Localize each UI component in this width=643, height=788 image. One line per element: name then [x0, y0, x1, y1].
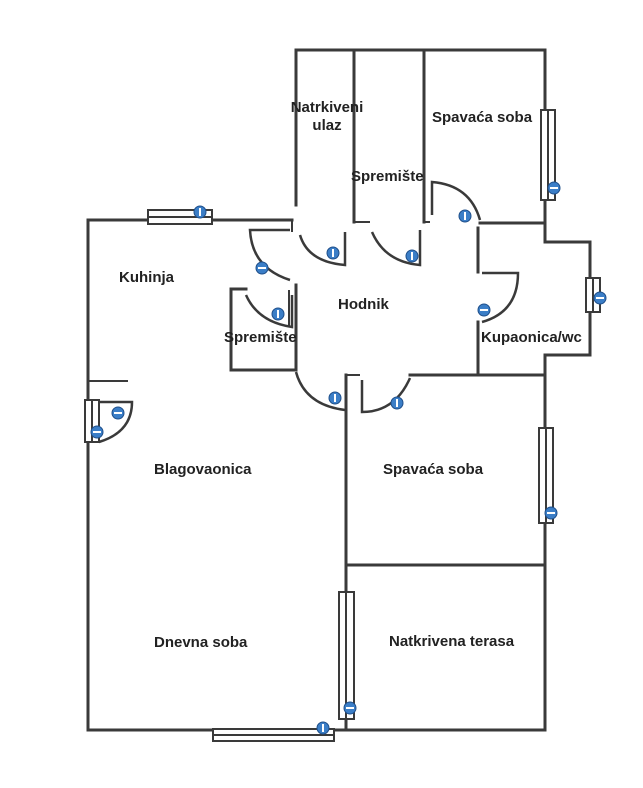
- markers: [90, 181, 607, 735]
- marker-door-dining: [328, 391, 342, 405]
- room-label-bedroom-top: Spavaća soba: [432, 109, 533, 126]
- marker-glyph: [93, 431, 101, 433]
- marker-window-bathroom: [593, 291, 607, 305]
- marker-door-covered-entrance: [326, 246, 340, 260]
- room-label-dining: Blagovaonica: [154, 461, 252, 478]
- wall-storage-left: [229, 287, 298, 372]
- marker-door-kitchen: [255, 261, 269, 275]
- marker-glyph: [114, 412, 122, 414]
- marker-window-bedroom-top: [547, 181, 561, 195]
- marker-glyph: [550, 187, 558, 189]
- marker-glyph: [332, 249, 334, 257]
- marker-door-bedroom-middle: [390, 396, 404, 410]
- room-label-bedroom-middle: Spavaća soba: [383, 461, 484, 478]
- room-label-storage-left: Spremište: [224, 329, 297, 346]
- marker-glyph: [411, 252, 413, 260]
- marker-window-bedroom-middle: [544, 506, 558, 520]
- marker-window-living-south: [316, 721, 330, 735]
- doors: [98, 180, 520, 444]
- room-label-covered-entrance-line1: Natrkiveni: [290, 99, 364, 116]
- marker-glyph: [464, 212, 466, 220]
- marker-glyph: [596, 297, 604, 299]
- marker-door-storage-left: [271, 307, 285, 321]
- door-kitchen: [248, 228, 291, 282]
- marker-glyph: [396, 399, 398, 407]
- marker-glyph: [322, 724, 324, 732]
- door-covered-entrance: [298, 232, 347, 267]
- marker-glyph: [547, 512, 555, 514]
- door-dining-hall: [294, 371, 346, 412]
- marker-glyph: [346, 707, 354, 709]
- door-bedroom-middle: [360, 377, 412, 414]
- marker-door-dining-inner: [111, 406, 125, 420]
- door-storage-left: [244, 294, 294, 329]
- marker-door-bedroom-top: [458, 209, 472, 223]
- door-dining-exterior: [98, 400, 134, 444]
- room-label-hallway: Hodnik: [338, 296, 389, 313]
- door-bathroom: [481, 271, 520, 324]
- marker-window-kitchen: [193, 205, 207, 219]
- marker-window-living-terrace: [343, 701, 357, 715]
- windows: [84, 109, 601, 742]
- marker-door-bathroom: [477, 303, 491, 317]
- marker-glyph: [277, 310, 279, 318]
- room-label-storage-top: Spremište: [351, 168, 424, 185]
- marker-glyph: [258, 267, 266, 269]
- marker-door-storage-top: [405, 249, 419, 263]
- room-label-covered-entrance: Natrkiveni ulaz: [287, 99, 367, 135]
- room-label-covered-entrance-line2: ulaz: [312, 117, 342, 134]
- marker-glyph: [334, 394, 336, 402]
- door-storage-top: [370, 230, 422, 267]
- door-bedroom-top: [430, 180, 482, 221]
- marker-glyph: [480, 309, 488, 311]
- room-label-covered-terrace: Natkrivena terasa: [389, 633, 515, 650]
- marker-door-dining-exterior: [90, 425, 104, 439]
- room-label-kitchen: Kuhinja: [119, 269, 174, 286]
- room-label-bathroom: Kupaonica/wc: [481, 329, 582, 346]
- room-label-living: Dnevna soba: [154, 634, 248, 651]
- marker-glyph: [199, 208, 201, 216]
